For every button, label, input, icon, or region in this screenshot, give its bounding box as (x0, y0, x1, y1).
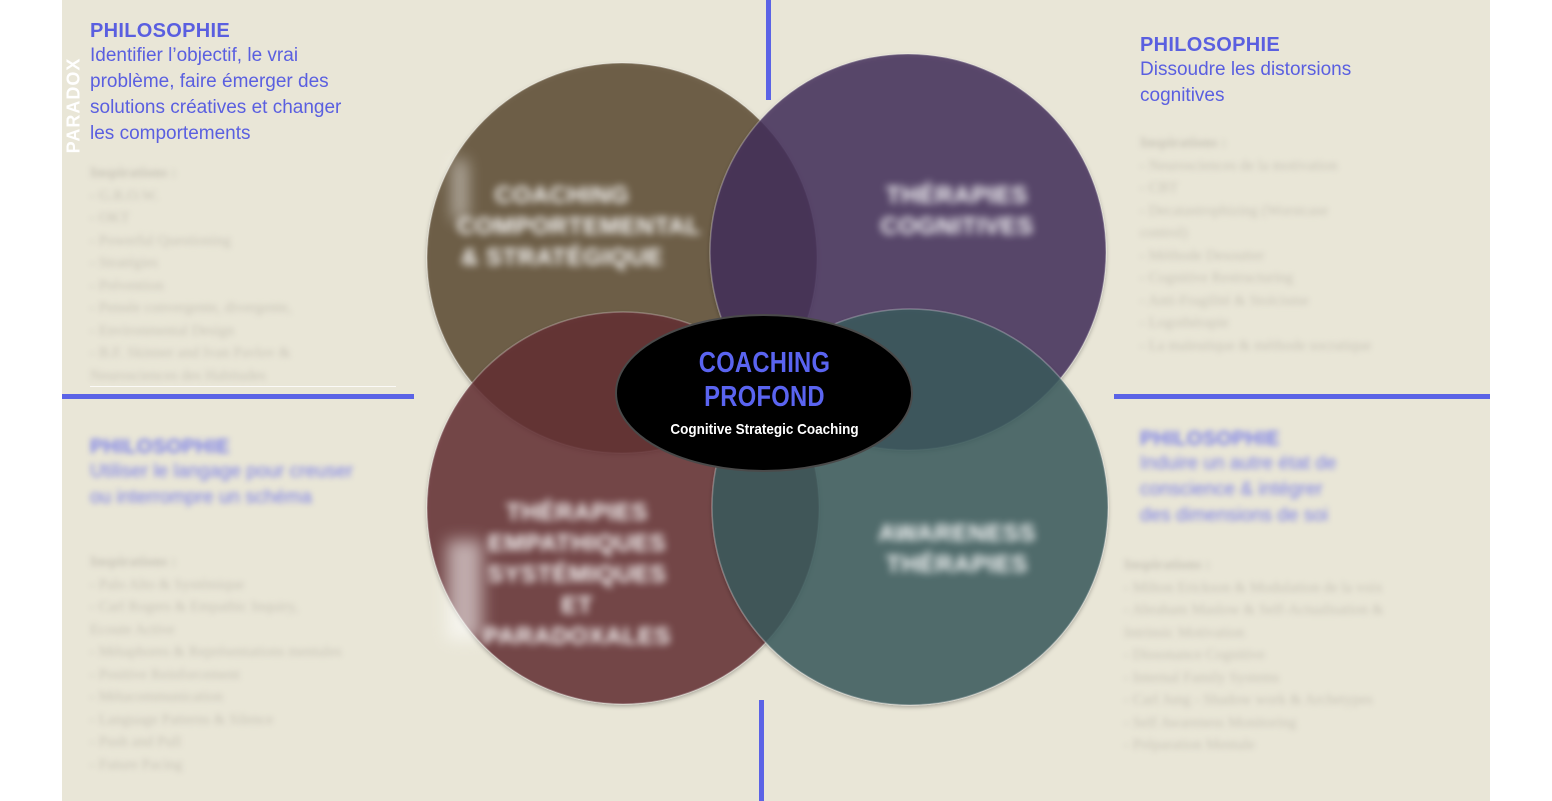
inspiration-item: - Pensée convergente, divergente, (90, 300, 292, 316)
circle-label-line: AWARENESS (878, 520, 1036, 547)
inspirations-top-left: Inspirations : - G.R.O.W. - OKT - Powerf… (90, 162, 291, 387)
inspiration-item: - Carl Rogers & Empathic Inquiry, (90, 599, 299, 615)
inspiration-item: Neurosciences des Habitudes (90, 367, 266, 384)
center-title-line: COACHING (698, 347, 831, 379)
philosophy-line: conscience & intégrer (1140, 479, 1323, 500)
philosophy-line: cognitives (1140, 85, 1225, 106)
circle-label-bottom-right: AWARENESS THÉRAPIES (872, 518, 1042, 580)
inspirations-heading: Inspirations : (1140, 135, 1227, 151)
inspiration-item: - Prévention (90, 277, 164, 294)
separator-bottom (759, 700, 764, 801)
philosophy-heading: PHILOSOPHIE (90, 436, 230, 458)
inspirations-heading: Inspirations : (1124, 557, 1211, 573)
philosophy-line: des dimensions de soi (1140, 505, 1328, 526)
inspiration-item: - Métacommunication (90, 689, 223, 705)
inspiration-item: - CBT (1140, 180, 1178, 196)
philosophy-line: Identifier l’objectif, le vrai (90, 45, 299, 66)
philosophy-line: solutions créatives et changer (90, 97, 342, 118)
philosophy-bottom-right: PHILOSOPHIE Induire un autre état de con… (1140, 428, 1440, 529)
circle-label-line: COMPORTEMENTAL (457, 213, 701, 240)
philosophy-line: Utiliser le langage pour creuser (90, 461, 353, 482)
inspiration-item: Ecoute Active (90, 621, 175, 638)
inspiration-item: - Push and Pull (90, 734, 182, 750)
inspiration-item: - Environmental Design (90, 322, 235, 339)
blur-smudge (447, 540, 482, 640)
center-title-line: PROFOND (704, 381, 825, 413)
inspiration-item: - Stratégies (90, 255, 158, 271)
inspiration-item: - Decatastrophizing (Worstcase (1140, 202, 1328, 219)
inspirations-bottom-right: Inspirations : - Milton Erickson & Modul… (1124, 554, 1384, 757)
philosophy-bottom-left: PHILOSOPHIE Utiliser le langage pour cre… (90, 436, 410, 511)
separator-right (1114, 394, 1490, 399)
inspiration-item: - Internal Family Systems (1124, 669, 1280, 686)
philosophy-top-right: PHILOSOPHIE Dissoudre les distorsions co… (1140, 34, 1440, 109)
circle-label-line: COACHING (494, 182, 630, 209)
inspiration-item: - Self Awareness Monitoring (1124, 714, 1297, 731)
philosophy-heading: PHILOSOPHIE (90, 20, 230, 42)
circle-label-line: THÉRAPIES (886, 551, 1028, 578)
inspiration-item: - Méthode Desoutter (1140, 247, 1265, 264)
inspiration-item: - Milton Erickson & Modulation de la voi… (1124, 579, 1383, 596)
inspiration-item: - Dissonance Cognitive (1124, 647, 1265, 663)
circle-label-line: COGNITIVES (880, 213, 1034, 240)
inspiration-item: - Language Patterns & Silence (90, 711, 274, 728)
philosophy-text: Induire un autre état de conscience & in… (1140, 451, 1440, 529)
philosophy-text: Utiliser le langage pour creuser ou inte… (90, 459, 410, 511)
circle-label-line: THÉRAPIES (886, 182, 1028, 209)
inspiration-item: - La maïeutique & méthode socratique (1140, 337, 1372, 354)
center-subtitle: Cognitive Strategic Coaching (670, 421, 859, 438)
blur-smudge (454, 160, 466, 220)
philosophy-line: ou interrompre un schéma (90, 487, 312, 508)
inspirations-bottom-left: Inspirations : - Palo Alto & Systémique … (90, 551, 342, 776)
inspiration-item: - Préparation Mentale (1124, 737, 1255, 753)
philosophy-top-left: PHILOSOPHIE Identifier l’objectif, le vr… (90, 20, 410, 147)
inspiration-item: - Logothérapie (1140, 315, 1229, 331)
circle-label-top-left: COACHING COMPORTEMENTAL & STRATÉGIQUE (457, 180, 701, 273)
inspiration-item: - Métaphores & Représentations mentales (90, 644, 342, 660)
separator-top (766, 0, 771, 100)
venn-circles (426, 53, 1109, 706)
inspiration-item: - Powerful Questioning (90, 232, 231, 249)
philosophy-text: Identifier l’objectif, le vrai problème,… (90, 43, 410, 147)
philosophy-line: Dissoudre les distorsions (1140, 59, 1352, 80)
inspiration-item: - Anti-Fragilité & Stoïcisme (1140, 292, 1309, 309)
diagram-canvas: PARADOX PHILOSOPHIE Identifier l’objecti… (62, 0, 1490, 801)
inspiration-item: - Palo Alto & Systémique (90, 576, 245, 593)
philosophy-line: problème, faire émerger des (90, 71, 329, 92)
inspiration-item: - Cognitive Restructuring (1140, 270, 1294, 286)
inspiration-item: - B.F. Skinner and Ivan Pavlov & (90, 345, 291, 361)
inspiration-item: control) (1140, 225, 1188, 241)
inspiration-item: - Future Pacing (90, 756, 183, 773)
inspiration-item: - Positive Reinforcement (90, 666, 240, 683)
inspirations-heading: Inspirations : (90, 554, 177, 570)
circle-label-line: & STRATÉGIQUE (460, 244, 664, 271)
center-title: COACHING PROFOND (672, 346, 857, 414)
inspiration-item: - G.R.O.W. (90, 187, 159, 204)
separator-left (62, 394, 414, 399)
inspirations-underline (90, 386, 396, 387)
inspiration-item: - Carl Jung - Shadow work & Archetypes (1124, 692, 1373, 708)
inspiration-item: - Abraham Maslow & Self-Actualisation & (1124, 602, 1384, 618)
philosophy-heading: PHILOSOPHIE (1140, 34, 1280, 56)
venn-diagram (426, 53, 1109, 706)
circle-label-line: THÉRAPIES (506, 499, 648, 526)
philosophy-line: les comportements (90, 123, 251, 144)
inspirations-heading: Inspirations : (90, 165, 177, 181)
philosophy-heading: PHILOSOPHIE (1140, 428, 1280, 450)
philosophy-text: Dissoudre les distorsions cognitives (1140, 57, 1440, 109)
center-ellipse (615, 314, 913, 472)
philosophy-line: Induire un autre état de (1140, 453, 1337, 474)
inspiration-item: - OKT (90, 210, 130, 226)
inspirations-top-right: Inspirations : - Neurosciences de la mot… (1140, 132, 1371, 357)
circle-label-line: SYSTÉMIQUES ET (487, 561, 667, 619)
inspiration-item: - Neurosciences de la motivation (1140, 157, 1338, 174)
inspiration-item: Intrinsic Motivation (1124, 624, 1245, 641)
circle-label-top-right: THÉRAPIES COGNITIVES (872, 180, 1042, 242)
circle-label-line: EMPATHIQUES (488, 530, 666, 557)
circle-label-line: PARADOXALES (483, 623, 671, 650)
circle-label-bottom-left: THÉRAPIES EMPATHIQUES SYSTÉMIQUES ET PAR… (472, 497, 682, 652)
